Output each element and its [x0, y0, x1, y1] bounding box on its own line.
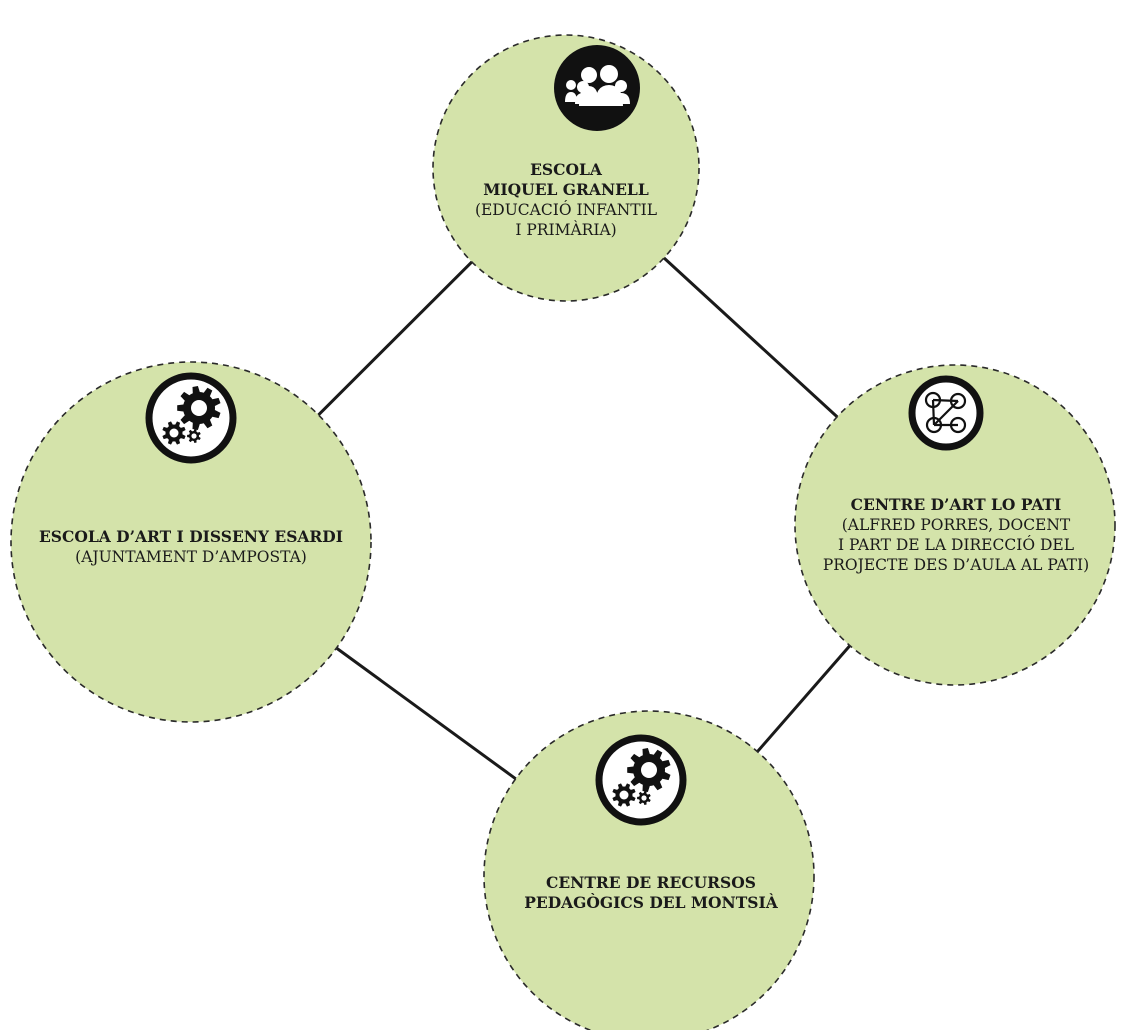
node-circle-centre-art-lo-pati	[794, 364, 1116, 686]
node-label-centre-recursos-pedagogics-montsia: CENTRE DE RECURSOS PEDAGÒGICS DEL MONTSI…	[500, 873, 802, 913]
node-label-escola-miquel-granell: ESCOLA MIQUEL GRANELL (EDUCACIÓ INFANTIL…	[448, 160, 684, 240]
node-circle-centre-recursos-pedagogics-montsia	[483, 710, 815, 1030]
node-subtitle-line: (EDUCACIÓ INFANTIL	[474, 201, 658, 219]
node-title-line: ESCOLA	[530, 160, 602, 179]
connector-line-escola-miquel-granell-to-centre-art-lo-pati	[658, 252, 843, 422]
node-title-line: ESCOLA D’ART I DISSENY ESARDI	[38, 527, 343, 546]
node-subtitle-line: (AJUNTAMENT D’AMPOSTA)	[75, 548, 307, 566]
gears-icon	[145, 372, 237, 464]
node-title-line: CENTRE DE RECURSOS	[546, 873, 756, 892]
node-circle-escola-art-disseny-esardi	[10, 361, 372, 723]
node-label-centre-art-lo-pati: CENTRE D’ART LO PATI (ALFRED PORRES, DOC…	[796, 495, 1116, 575]
node-title-line: MIQUEL GRANELL	[483, 180, 649, 199]
connector-line-centre-art-lo-pati-to-centre-recursos-pedagogics-montsia	[752, 640, 855, 758]
node-subtitle-line: I PRIMÀRIA)	[515, 221, 617, 239]
node-title-line: CENTRE D’ART LO PATI	[850, 495, 1062, 514]
node-subtitle-line: I PART DE LA DIRECCIÓ DEL	[837, 536, 1075, 554]
connector-line-escola-miquel-granell-to-escola-art-disseny-esardi	[313, 256, 478, 421]
network-icon	[908, 375, 984, 451]
gears-icon	[595, 734, 687, 826]
node-subtitle-line: PROJECTE DES D’AULA AL PATI)	[822, 556, 1090, 574]
node-label-escola-art-disseny-esardi: ESCOLA D’ART I DISSENY ESARDI (AJUNTAMEN…	[18, 527, 364, 567]
node-title-line: PEDAGÒGICS DEL MONTSIÀ	[524, 893, 778, 912]
people-group-icon	[554, 45, 640, 131]
node-subtitle-line: (ALFRED PORRES, DOCENT	[841, 516, 1071, 534]
connector-line-escola-art-disseny-esardi-to-centre-recursos-pedagogics-montsia	[330, 643, 522, 784]
